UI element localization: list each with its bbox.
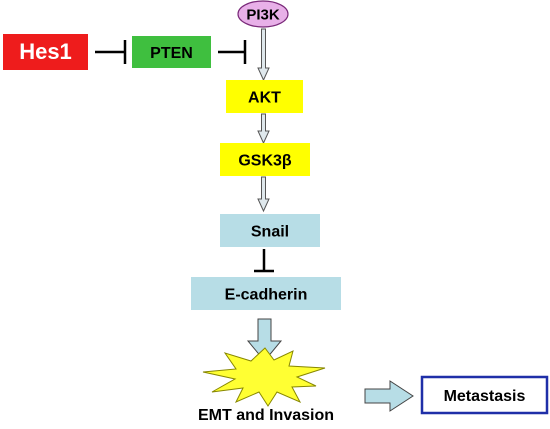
- pi3k-node: PI3K: [237, 0, 289, 28]
- pten-node: PTEN: [132, 36, 211, 68]
- pi3k-label: PI3K: [246, 7, 280, 24]
- gsk3b-label: GSK3β: [238, 153, 292, 170]
- gsk3b-node: GSK3β: [220, 143, 310, 176]
- arrow-shape: [257, 113, 270, 145]
- emt-label: EMT and Invasion: [198, 407, 334, 424]
- arrow-shape: [246, 318, 283, 362]
- arrow-shape: [257, 28, 270, 82]
- hes1-label: Hes1: [19, 39, 72, 64]
- ecadherin-node: E-cadherin: [191, 277, 341, 310]
- pten-box: [132, 36, 211, 68]
- burst-shape: [202, 347, 326, 407]
- arrow-shape: [257, 176, 270, 213]
- arrow-akt-to-gsk3b: [257, 113, 270, 145]
- ecadherin-box: [191, 277, 341, 310]
- metastasis-node: Metastasis: [420, 375, 549, 415]
- akt-label: AKT: [248, 90, 281, 107]
- pten-label: PTEN: [150, 45, 193, 62]
- arrow-ecadherin-to-emt: [246, 318, 283, 362]
- snail-box: [220, 214, 320, 247]
- hes1-node: Hes1: [3, 34, 88, 70]
- snail-label: Snail: [251, 224, 289, 241]
- arrow-gsk3b-to-snail: [257, 176, 270, 213]
- snail-node: Snail: [220, 214, 320, 247]
- arrow-emt-to-metastasis: [364, 380, 414, 412]
- akt-box: [226, 80, 303, 113]
- emt-burst: [202, 347, 326, 407]
- pi3k-ellipse: [237, 0, 289, 28]
- pten-inhibits-pi3k: [218, 40, 247, 64]
- metastasis-label: Metastasis: [444, 388, 526, 405]
- metastasis-box: [420, 375, 549, 415]
- hes1-inhibits-pten: [95, 40, 127, 64]
- arrow-shape: [364, 380, 414, 412]
- arrow-pi3k-to-akt: [257, 28, 270, 82]
- snail-inhibits-ecadherin: [254, 249, 274, 273]
- gsk3b-box: [220, 143, 310, 176]
- akt-node: AKT: [226, 80, 303, 113]
- hes1-box: [3, 34, 88, 70]
- ecadherin-label: E-cadherin: [225, 287, 308, 304]
